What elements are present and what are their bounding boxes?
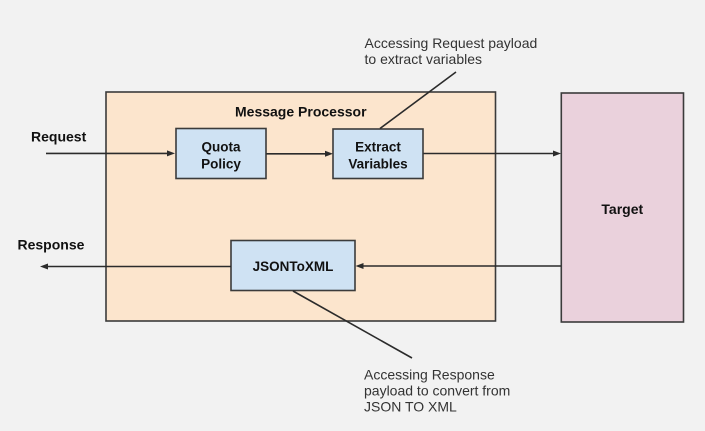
svg-text:Extract: Extract [355, 140, 401, 155]
svg-text:Quota: Quota [202, 140, 241, 155]
svg-text:Accessing Request payload: Accessing Request payload [365, 35, 538, 51]
svg-text:Variables: Variables [348, 156, 407, 171]
svg-text:to extract variables: to extract variables [365, 51, 483, 67]
svg-text:Message Processor: Message Processor [235, 103, 367, 119]
svg-text:Response: Response [18, 236, 85, 252]
svg-text:Request: Request [31, 129, 87, 145]
svg-text:JSONToXML: JSONToXML [253, 259, 334, 274]
svg-text:Accessing Response: Accessing Response [364, 367, 495, 383]
svg-text:Policy: Policy [201, 156, 241, 171]
svg-text:Target: Target [601, 201, 643, 217]
svg-text:payload to convert from: payload to convert from [364, 383, 510, 399]
svg-text:JSON TO XML: JSON TO XML [364, 399, 457, 415]
